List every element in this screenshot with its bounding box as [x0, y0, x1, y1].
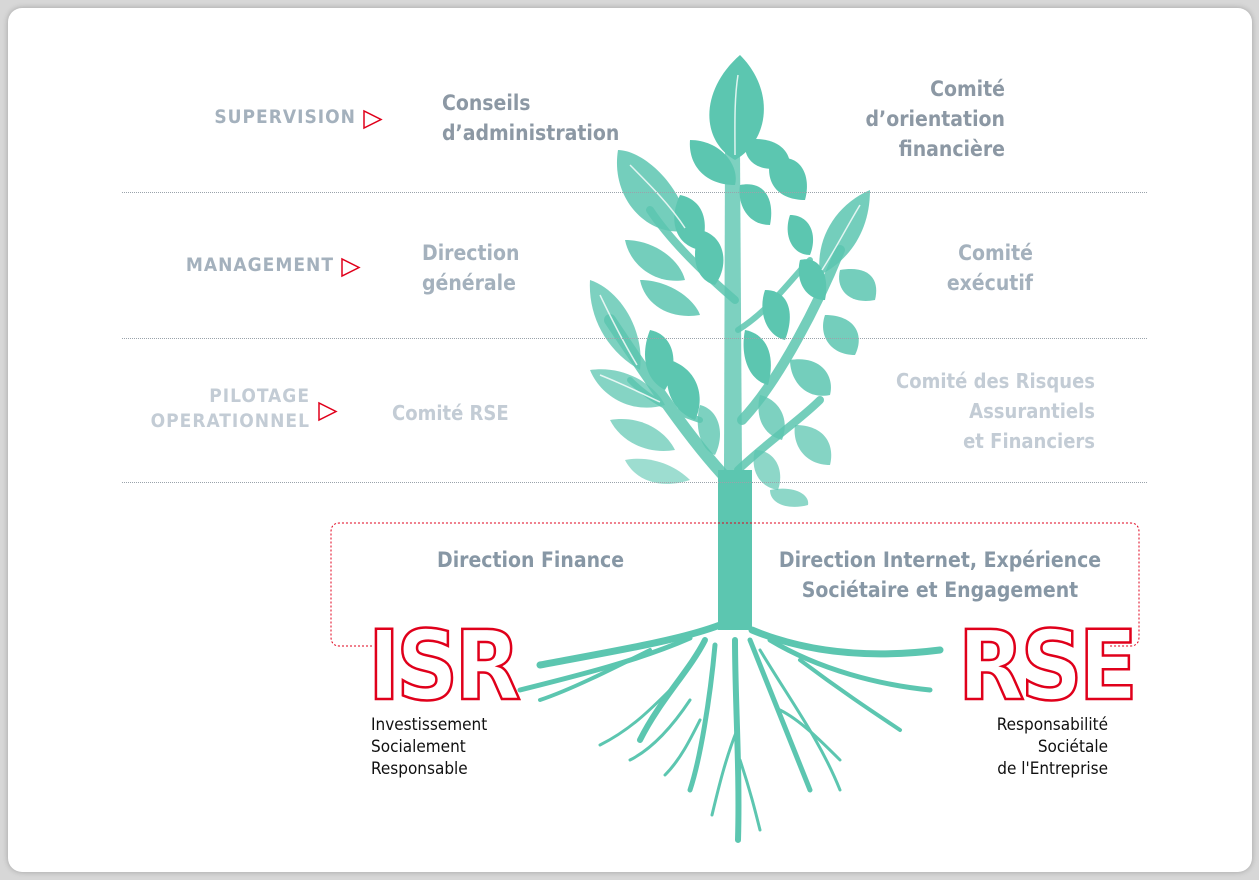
level-divider	[122, 482, 1147, 483]
level-label-management: MANAGEMENT	[185, 254, 334, 276]
tree-leaves	[589, 55, 877, 507]
level-divider	[122, 338, 1147, 339]
management-right-text: Comité exécutif	[946, 241, 1033, 295]
triangle-icon	[318, 401, 338, 422]
triangle-icon	[341, 257, 361, 278]
bracket-frame	[330, 522, 1140, 647]
direction-finance-text: Direction Finance	[437, 548, 625, 572]
isr-acronym: ISR	[367, 610, 522, 722]
level-arrows	[318, 109, 383, 422]
leaf-veins	[599, 74, 861, 403]
level-label-supervision: SUPERVISION	[214, 106, 356, 128]
level-divider	[122, 192, 1147, 193]
pilotage-right-text: Comité des Risques Assurantiels et Finan…	[896, 369, 1095, 453]
rse-acronym: RSE	[957, 610, 1139, 722]
isr-description: Investissement Socialement Responsable	[371, 715, 488, 779]
tree-roots	[517, 150, 944, 843]
rse-description: Responsabilité Sociétale de l'Entreprise	[996, 715, 1108, 779]
management-left-text: Direction générale	[422, 241, 520, 295]
supervision-left-text: Conseils d’administration	[442, 91, 620, 145]
supervision-right-text: Comité d’orientation financière	[865, 77, 1005, 161]
direction-internet-text: Direction Internet, Expérience Sociétair…	[778, 548, 1102, 602]
triangle-icon	[363, 109, 383, 130]
pilotage-left-text: Comité RSE	[392, 401, 509, 425]
level-label-pilotage: PILOTAGE OPERATIONNEL	[150, 385, 310, 432]
